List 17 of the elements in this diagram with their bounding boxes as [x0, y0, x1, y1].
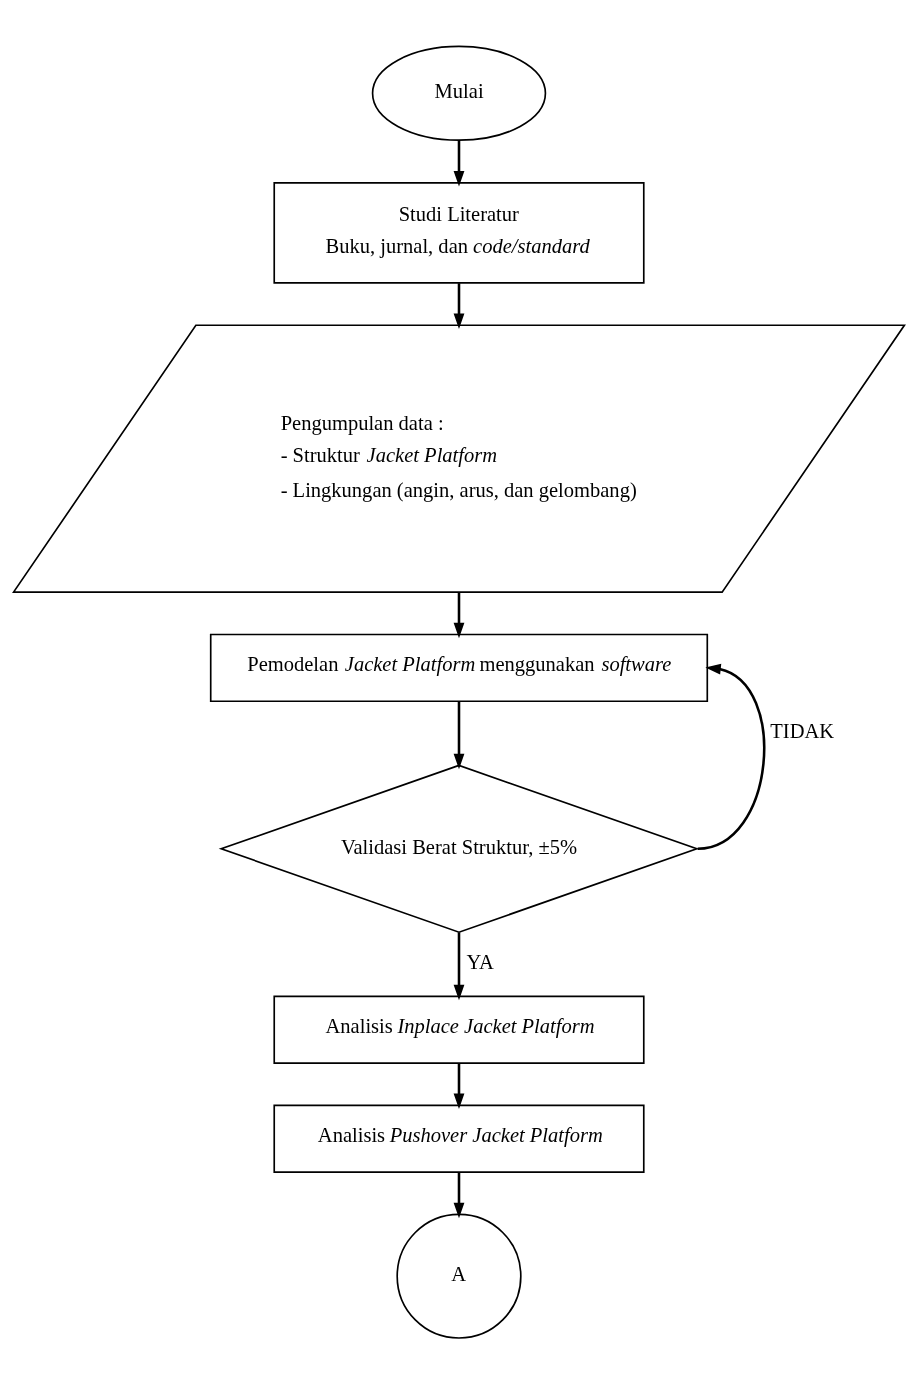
arrow	[697, 663, 766, 850]
node-ellipse: Mulai	[371, 45, 547, 141]
arrow	[453, 1171, 465, 1218]
arrow	[453, 140, 465, 187]
edge-label: TIDAK	[770, 719, 835, 742]
arrow	[453, 592, 465, 638]
arrow	[453, 700, 465, 769]
node-diamond: Validasi Berat Struktur, ±5%	[218, 764, 700, 933]
arrow	[453, 1063, 465, 1109]
node-box: Analisis Pushover Jacket Platform	[273, 1104, 645, 1173]
edge-label: YA	[466, 950, 494, 973]
arrow	[453, 282, 465, 329]
node-box: Studi Literatur Buku, jurnal, dan code/standard	[273, 181, 645, 284]
arrow	[453, 931, 465, 1000]
node-box: Analisis Inplace Jacket Platform	[273, 995, 645, 1064]
node-circle: A	[396, 1213, 522, 1339]
node-box: Pemodelan Jacket Platform menggunakan software	[209, 633, 709, 702]
